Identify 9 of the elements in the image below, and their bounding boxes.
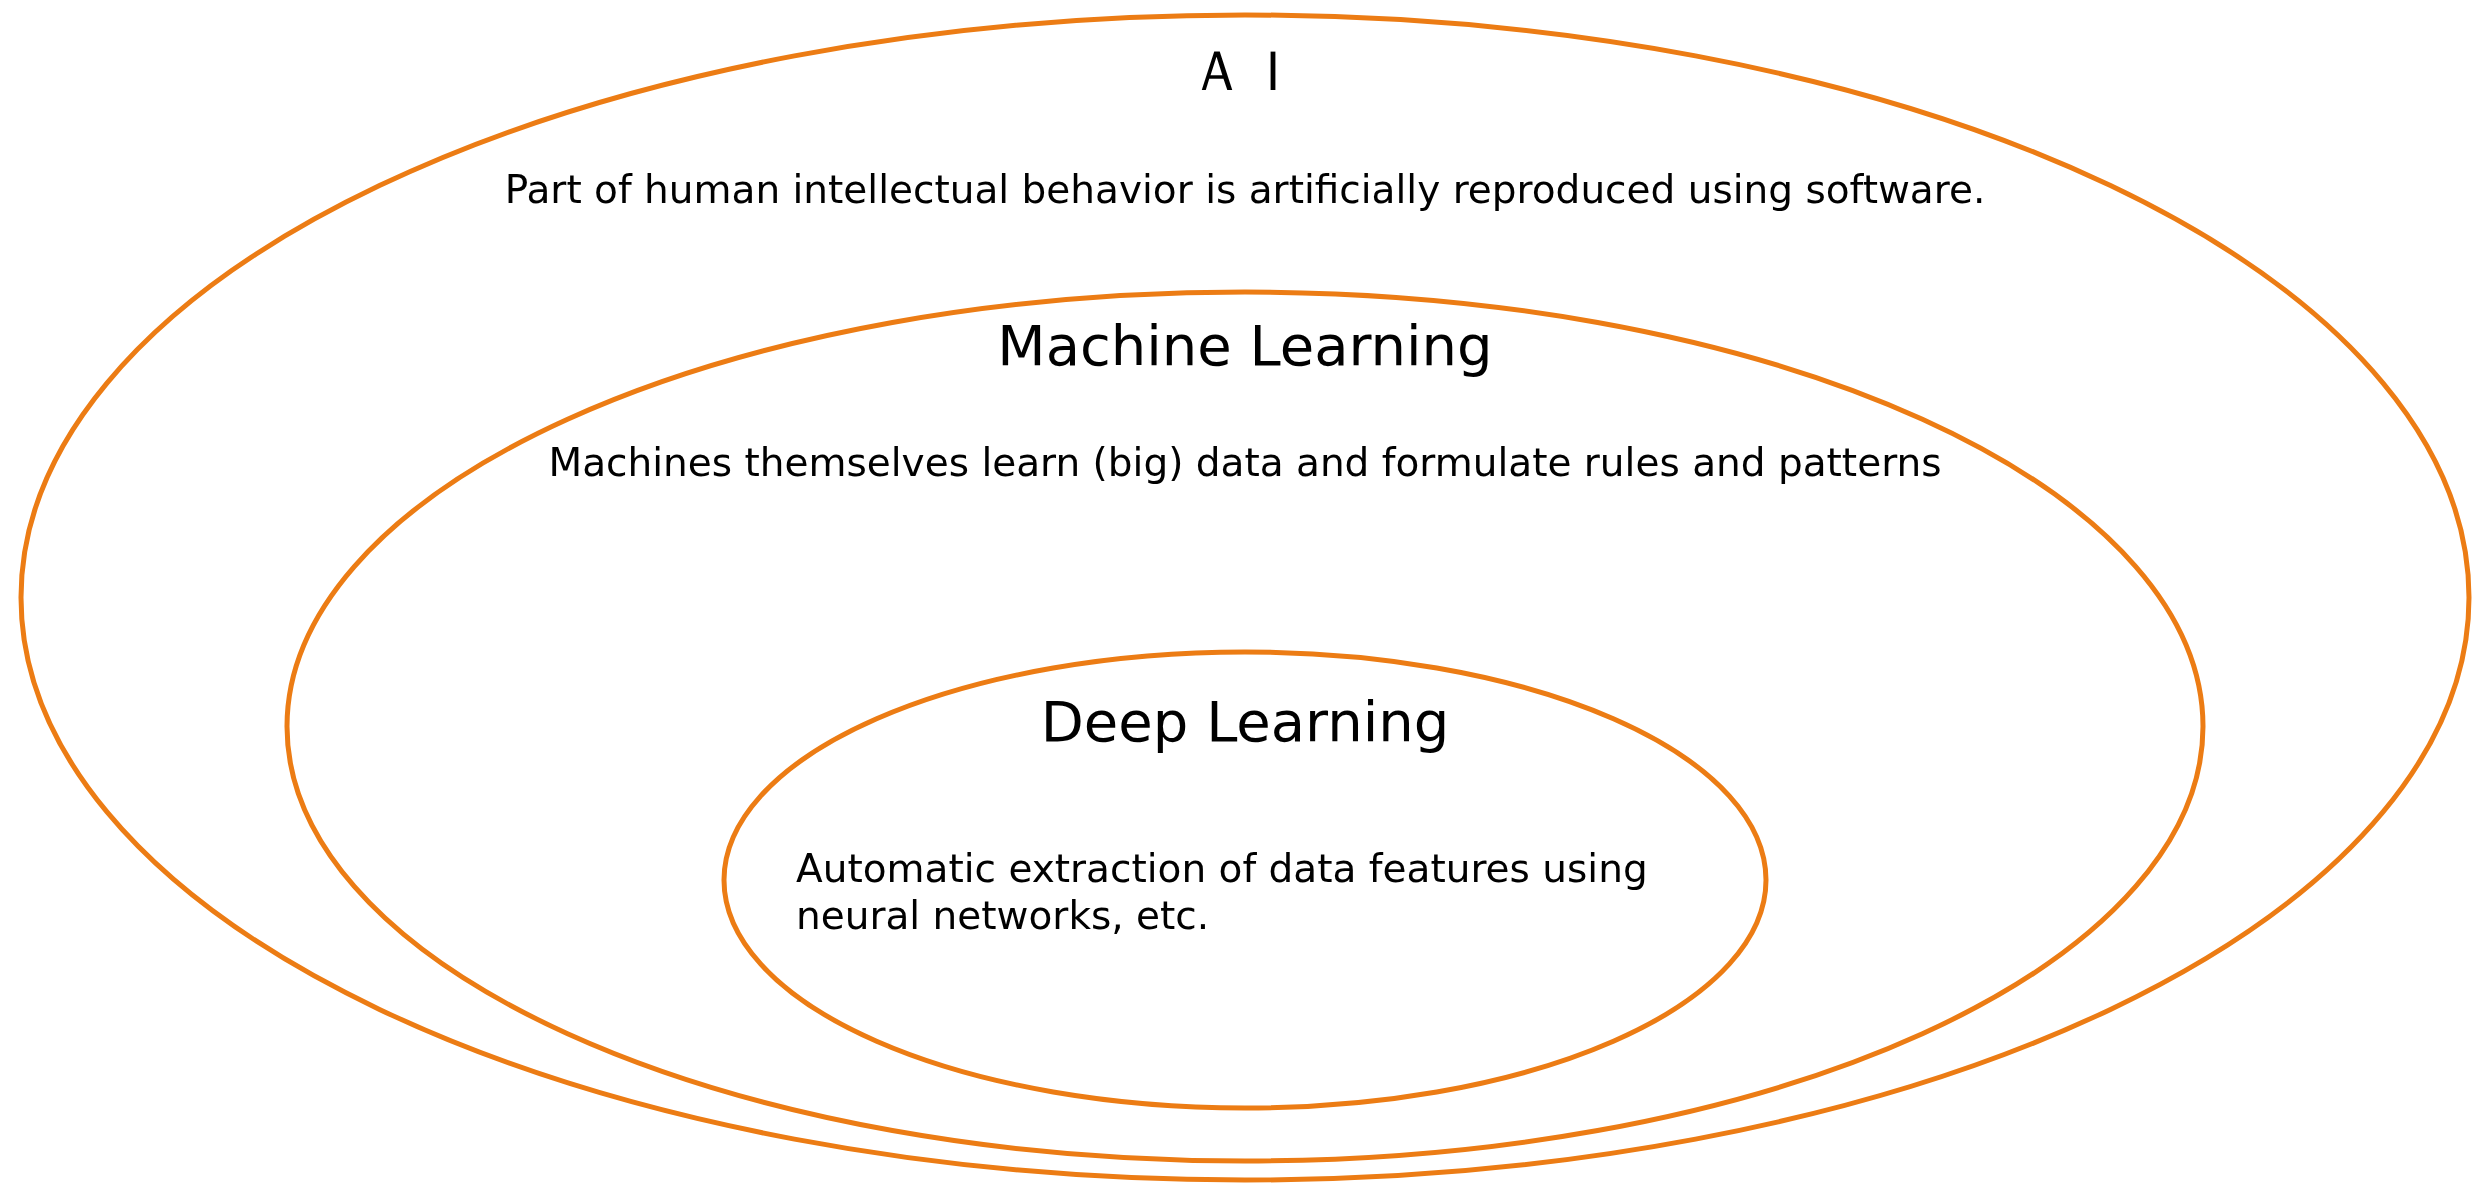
nested-ellipse (19, 13, 2471, 1182)
nested-ellipse (285, 290, 2205, 1163)
ellipse-title: ＡＩ (1189, 37, 1301, 105)
description-text: Machines themselves learn (big) data and formulate rules and patterns (548, 439, 1942, 487)
ellipse-title: Deep Learning (1040, 688, 1450, 756)
description-text: Part of human intellectual behavior is artificially reproduced using software. (504, 166, 1986, 214)
nested-ellipse (722, 650, 1768, 1110)
ellipse-title: Machine Learning (997, 312, 1493, 380)
description-text: Automatic extraction of data features using neural networks, etc. (796, 846, 1649, 940)
